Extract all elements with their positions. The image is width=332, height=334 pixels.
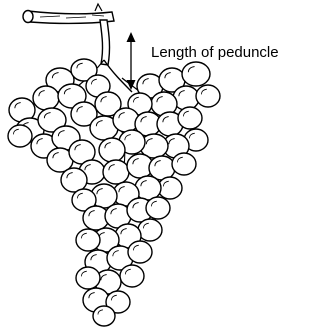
berry-outline <box>120 265 144 287</box>
berry-icon <box>120 265 144 287</box>
berry-icon <box>196 85 220 107</box>
berry-outline <box>196 85 220 107</box>
double-arrow-icon <box>127 32 136 90</box>
berry-outline <box>178 107 202 129</box>
berry-icon <box>76 229 100 251</box>
berry-icon <box>146 197 170 219</box>
berry-outline <box>76 229 100 251</box>
berry-icon <box>103 160 129 184</box>
berry-outline <box>146 197 170 219</box>
berry-outline <box>182 62 210 86</box>
berry-outline <box>76 267 100 289</box>
peduncle-length-label: Length of peduncle <box>151 44 279 62</box>
berry-outline <box>172 153 196 175</box>
berries-icon <box>8 59 220 326</box>
berry-icon <box>172 153 196 175</box>
berry-icon <box>93 306 115 326</box>
berry-icon <box>182 62 210 86</box>
berry-icon <box>138 219 162 241</box>
berry-icon <box>128 241 152 263</box>
berry-outline <box>99 138 125 162</box>
berry-icon <box>99 138 125 162</box>
berry-outline <box>93 306 115 326</box>
berry-outline <box>8 125 32 147</box>
berry-icon <box>178 107 202 129</box>
berry-icon <box>8 125 32 147</box>
berry-outline <box>103 160 129 184</box>
berry-outline <box>128 241 152 263</box>
berry-outline <box>138 219 162 241</box>
berry-icon <box>33 86 59 110</box>
berry-outline <box>33 86 59 110</box>
berry-icon <box>76 267 100 289</box>
